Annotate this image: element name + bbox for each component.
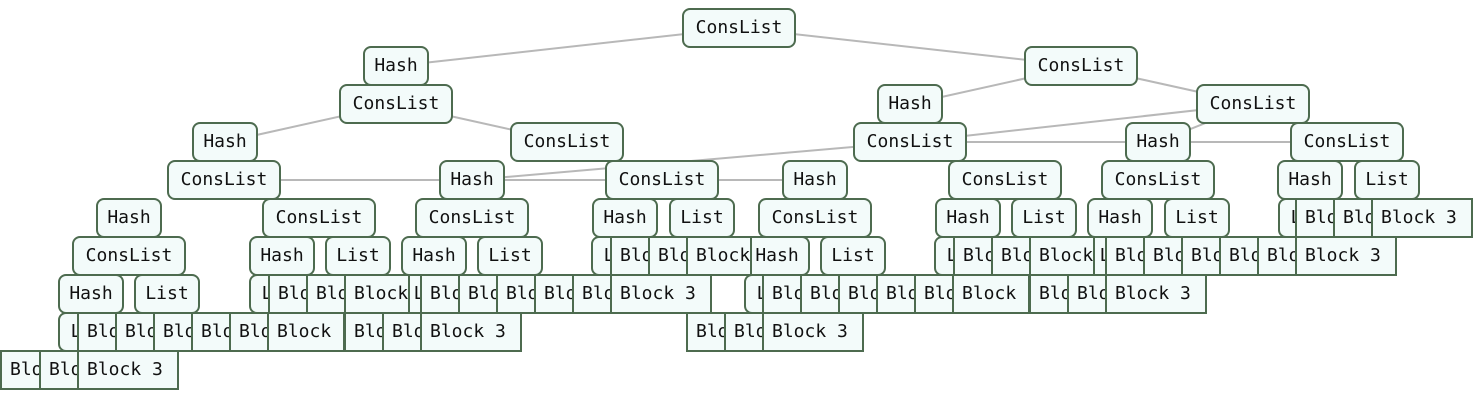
cons-node: ConsList bbox=[167, 160, 281, 200]
hash-node: Hash bbox=[401, 236, 467, 276]
block-node: Block 3 bbox=[610, 274, 712, 314]
cons-node: ConsList bbox=[262, 198, 376, 238]
tree-edge bbox=[909, 103, 1254, 143]
block-node: Block 3 bbox=[1371, 198, 1473, 238]
hash-node: Hash bbox=[877, 84, 943, 124]
hash-node: Hash bbox=[249, 236, 315, 276]
hash-node: Hash bbox=[744, 236, 810, 276]
list-node: List bbox=[134, 274, 200, 314]
cons-node: ConsList bbox=[1290, 122, 1404, 162]
list-node: List bbox=[1011, 198, 1077, 238]
hash-node: Hash bbox=[1087, 198, 1153, 238]
cons-node: ConsList bbox=[682, 8, 796, 48]
list-node: List bbox=[325, 236, 391, 276]
hash-node: Hash bbox=[935, 198, 1001, 238]
hash-node: Hash bbox=[439, 160, 505, 200]
cons-node: ConsList bbox=[1024, 46, 1138, 86]
cons-node: ConsList bbox=[1196, 84, 1310, 124]
block-node: Block 3 bbox=[344, 274, 410, 314]
list-node: List bbox=[477, 236, 543, 276]
cons-node: ConsList bbox=[948, 160, 1062, 200]
hash-node: Hash bbox=[592, 198, 658, 238]
cons-node: ConsList bbox=[72, 236, 186, 276]
cons-node: ConsList bbox=[853, 122, 967, 162]
list-node: List bbox=[1354, 160, 1420, 200]
hash-node: Hash bbox=[782, 160, 848, 200]
block-node: Block 3 bbox=[77, 350, 179, 390]
hash-node: Hash bbox=[363, 46, 429, 86]
cons-node: ConsList bbox=[605, 160, 719, 200]
block-node: Block 3 bbox=[1029, 236, 1095, 276]
block-node: Block 3 bbox=[952, 274, 1030, 314]
hash-node: Hash bbox=[192, 122, 258, 162]
cons-node: ConsList bbox=[758, 198, 872, 238]
tree-edge bbox=[395, 27, 740, 67]
cons-node: ConsList bbox=[1101, 160, 1215, 200]
list-node: List bbox=[1164, 198, 1230, 238]
hash-node: Hash bbox=[1277, 160, 1343, 200]
cons-node: ConsList bbox=[510, 122, 624, 162]
block-node: Block 3 bbox=[1105, 274, 1207, 314]
list-node: List bbox=[820, 236, 886, 276]
block-node: Block 3 bbox=[420, 312, 522, 352]
block-node: Block 3 bbox=[267, 312, 345, 352]
block-node: Block 3 bbox=[762, 312, 864, 352]
hash-node: Hash bbox=[96, 198, 162, 238]
block-node: Block 3 bbox=[1295, 236, 1397, 276]
block-node: Block 3 bbox=[686, 236, 752, 276]
hash-node: Hash bbox=[1125, 122, 1191, 162]
list-node: List bbox=[669, 198, 735, 238]
hash-node: Hash bbox=[58, 274, 124, 314]
cons-node: ConsList bbox=[415, 198, 529, 238]
cons-node: ConsList bbox=[339, 84, 453, 124]
